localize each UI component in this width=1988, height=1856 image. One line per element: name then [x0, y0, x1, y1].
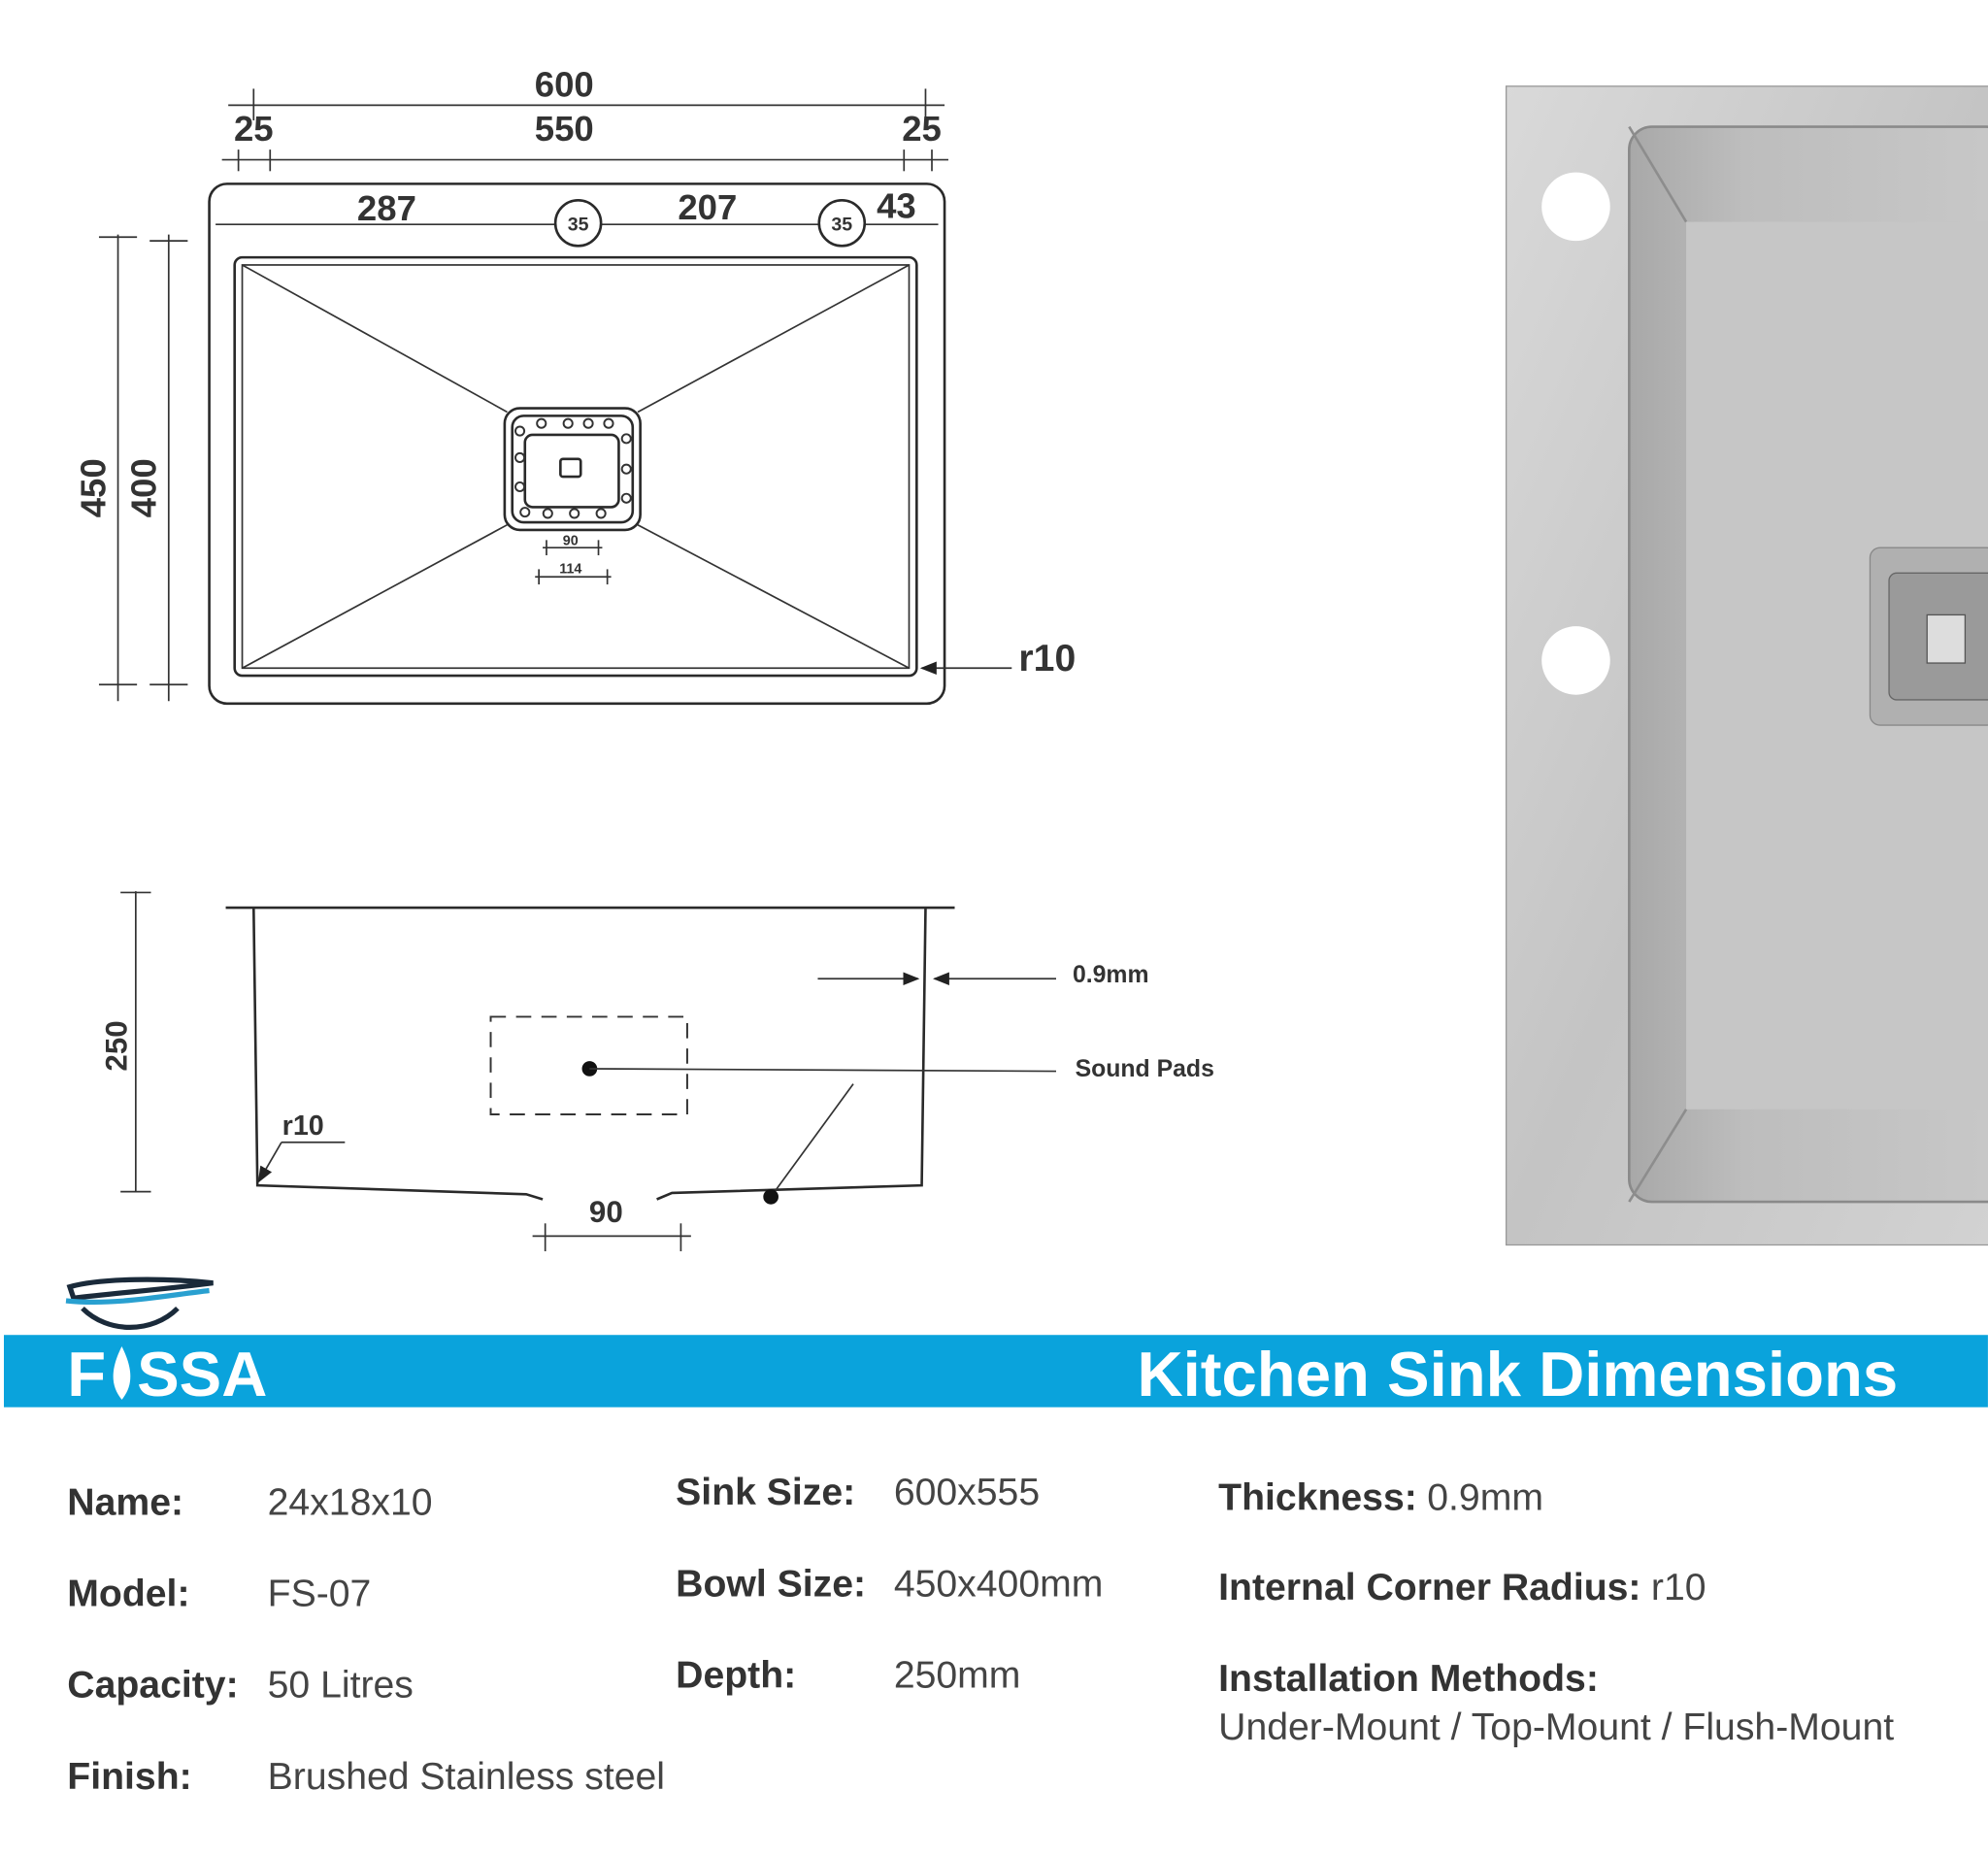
fassa-logo: F SSA — [67, 1339, 267, 1409]
sound-pad-outline — [489, 1015, 688, 1115]
spec-label: Capacity: — [67, 1665, 238, 1707]
spec-value: FS-07 — [268, 1574, 372, 1615]
drain-basket-icon — [1869, 547, 1988, 726]
sound-pads-label: Sound Pads — [1076, 1056, 1214, 1082]
tap-hole-1-label: 35 — [568, 215, 589, 236]
spec-label: Name: — [67, 1482, 183, 1524]
spec-thickness: Thickness:0.9mm — [1218, 1476, 1543, 1518]
spec-label: Bowl Size: — [676, 1563, 866, 1605]
spec-value: Brushed Stainless steel — [268, 1756, 665, 1798]
spec-corner-radius: Internal Corner Radius:r10 — [1218, 1567, 1706, 1608]
spec-value: 600x555 — [894, 1472, 1040, 1513]
tap-hole-2 — [1541, 626, 1610, 695]
spec-value: 24x18x10 — [268, 1482, 433, 1524]
dim-seg-left: 287 — [357, 188, 416, 228]
page-title: Kitchen Sink Dimensions — [1137, 1339, 1898, 1409]
dim-right-margin: 25 — [902, 109, 942, 149]
svg-text:F: F — [67, 1339, 106, 1409]
spec-label: Model: — [67, 1574, 189, 1615]
spec-label: Finish: — [67, 1756, 191, 1798]
spec-value: 450x400mm — [894, 1563, 1104, 1605]
spec-value: Under-Mount / Top-Mount / Flush-Mount — [1218, 1707, 1894, 1748]
brand-banner: F SSA Kitchen Sink Dimensions — [4, 1276, 1988, 1409]
dim-drain-outer: 114 — [559, 561, 581, 577]
dim-bowl-width: 550 — [535, 109, 594, 149]
spec-label: Installation Methods: — [1218, 1658, 1599, 1700]
spec-value: 50 Litres — [268, 1665, 414, 1707]
thickness-label: 0.9mm — [1073, 962, 1149, 988]
spec-value: 250mm — [894, 1654, 1021, 1696]
top-view-drawing: 600 550 25 25 287 35 207 35 43 — [73, 64, 1076, 706]
spec-label: Depth: — [676, 1654, 796, 1696]
corner-radius-label: r10 — [1018, 638, 1076, 679]
side-corner-radius-label: r10 — [282, 1110, 324, 1142]
tap-hole-2-label: 35 — [831, 215, 852, 236]
svg-text:SSA: SSA — [137, 1339, 267, 1409]
spec-label: Sink Size: — [676, 1472, 855, 1513]
dim-seg-right: 43 — [877, 186, 916, 226]
dim-overall-width: 600 — [535, 64, 594, 104]
dim-height: 250 — [100, 1020, 134, 1071]
dim-bowl-depth: 400 — [124, 458, 164, 517]
dim-left-margin: 25 — [234, 109, 274, 149]
drain-icon — [503, 407, 642, 532]
side-view-drawing: 250 0.9mm Sound Pads r10 90 — [100, 891, 1214, 1252]
sink-photo — [1505, 85, 1988, 1246]
dim-drain-inner: 90 — [563, 534, 579, 549]
specs-table: Name: 24x18x10 Model: FS-07 Capacity: 50… — [67, 1472, 1894, 1798]
dim-seg-mid: 207 — [678, 187, 737, 227]
bathtub-logo-icon — [65, 1276, 214, 1330]
dim-overall-depth: 450 — [73, 458, 113, 517]
tap-hole-1 — [1541, 172, 1610, 242]
dim-drain-width: 90 — [589, 1195, 623, 1229]
